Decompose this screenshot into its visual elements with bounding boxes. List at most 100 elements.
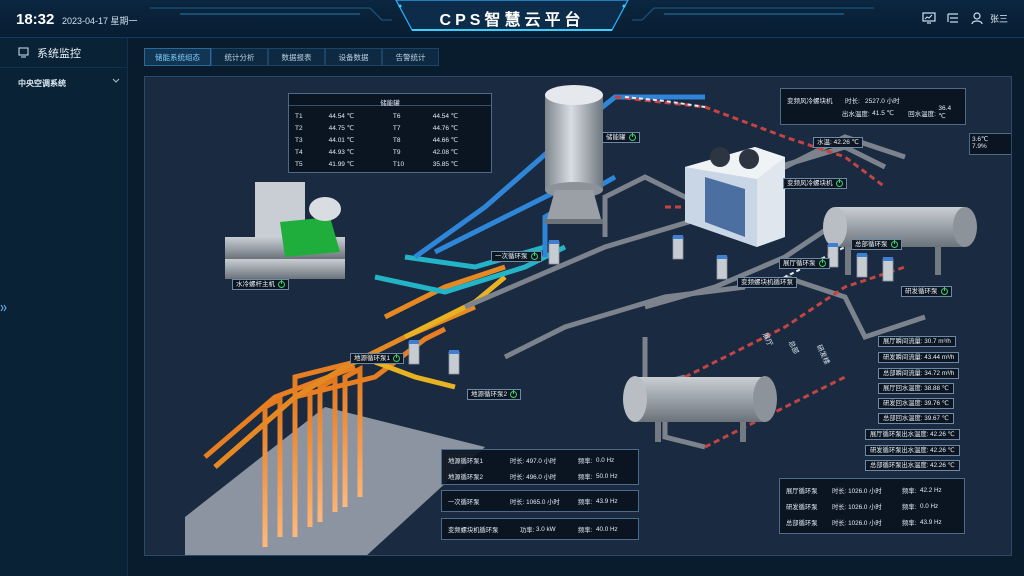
app-title: CPS智慧云平台 bbox=[439, 12, 585, 29]
sidebar-item-hvac[interactable]: 中央空调系统 bbox=[0, 72, 128, 94]
pump-name: 变频螺块机循环泵 bbox=[448, 526, 499, 534]
tag-main-pump[interactable]: 总部循环泵 bbox=[851, 239, 902, 250]
table-row: T3 44.01 ℃ T8 44.66 ℃ bbox=[289, 134, 491, 146]
chiller-graphic bbox=[225, 182, 345, 279]
power-icon[interactable] bbox=[890, 240, 898, 248]
pump-name: 总部循环泵 bbox=[786, 519, 818, 527]
dp-hq-pump-out-temp: 总部循环泵出水温度: 42.26 ℃ bbox=[865, 460, 960, 471]
pump-freq-value: 43.9 Hz bbox=[596, 497, 618, 505]
sensor-value: 44.01 ℃ bbox=[328, 137, 355, 144]
power-icon[interactable] bbox=[278, 280, 285, 288]
pump-name: 研发循环泵 bbox=[786, 503, 818, 511]
sensor-label: T5 bbox=[295, 160, 303, 168]
sensor-value: 35.85 ℃ bbox=[432, 161, 459, 168]
power-icon[interactable] bbox=[835, 179, 843, 187]
sensor-value: 44.75 ℃ bbox=[328, 125, 355, 132]
top-header: 18:32 2023-04-17 星期一 CPS智慧云平台 张三 bbox=[0, 0, 1024, 38]
pump-name: 地源循环泵2 bbox=[448, 473, 483, 481]
tag-label: 变频螺块机循环泵 bbox=[741, 279, 793, 286]
tag-water-temp: 水温: 42.26 ℃ bbox=[813, 137, 863, 148]
system-diagram bbox=[185, 85, 977, 555]
monitor-icon[interactable] bbox=[922, 11, 936, 25]
tag-hall-pump[interactable]: 展厅循环泵 bbox=[779, 258, 830, 269]
clipped-readout: 3.6℃ 7.9% bbox=[969, 133, 1011, 155]
power-icon[interactable] bbox=[393, 354, 401, 362]
tab-device-data[interactable]: 设备数据 bbox=[325, 48, 382, 66]
tag-ground-pump-2[interactable]: 地源循环泵2 bbox=[467, 389, 522, 400]
sensor-value: 41.99 ℃ bbox=[328, 161, 355, 168]
pump-freq-label: 频率: bbox=[578, 457, 593, 465]
clipped-value-a: 3.6℃ bbox=[972, 136, 989, 143]
username[interactable]: 张三 bbox=[989, 13, 1008, 24]
pump-duration: 时长: 1026.0 小时 bbox=[832, 503, 882, 511]
power-icon[interactable] bbox=[530, 252, 538, 260]
list-icon[interactable] bbox=[946, 11, 960, 25]
pump-duration: 时长: 496.0 小时 bbox=[510, 473, 557, 481]
pump-duration: 时长: 1026.0 小时 bbox=[832, 519, 882, 527]
sidebar-title: 系统监控 bbox=[0, 38, 128, 68]
chevron-right-icon bbox=[0, 304, 7, 312]
pump-freq-value: 0.0 Hz bbox=[920, 502, 939, 510]
pump-power-value: 3.0 kW bbox=[536, 525, 556, 533]
tag-ground-pump-1[interactable]: 地源循环泵1 bbox=[350, 353, 405, 364]
tab-storage-config[interactable]: 储能系统组态 bbox=[144, 48, 211, 66]
sensor-label: T3 bbox=[295, 136, 303, 144]
tab-alarm-stats[interactable]: 告警统计 bbox=[382, 48, 439, 66]
pump-freq-value: 50.0 Hz bbox=[596, 472, 618, 480]
pump-duration: 时长: 1065.0 小时 bbox=[510, 498, 560, 506]
vfd-ret-label: 回水温度: bbox=[908, 110, 936, 118]
tag-label: 水温: 42.26 ℃ bbox=[817, 139, 859, 146]
dp-rd-pump-out-temp: 研发循环泵出水温度: 42.26 ℃ bbox=[865, 445, 960, 456]
power-icon[interactable] bbox=[818, 259, 826, 267]
sensor-label: T4 bbox=[295, 148, 303, 156]
tag-label: 地源循环泵1 bbox=[354, 355, 391, 362]
dp-rd-return-temp: 研发回水温度: 39.76 ℃ bbox=[878, 398, 954, 409]
tag-label: 变频风冷螺块机 bbox=[787, 180, 833, 187]
sensor-value: 44.93 ℃ bbox=[328, 149, 355, 156]
vfd-ret-value: 36.4 ℃ bbox=[938, 105, 952, 120]
power-icon[interactable] bbox=[510, 390, 518, 398]
tab-statistics[interactable]: 统计分析 bbox=[211, 48, 268, 66]
sidebar-item-label: 中央空调系统 bbox=[18, 78, 66, 88]
user-icon[interactable] bbox=[970, 11, 984, 25]
tag-storage-tank[interactable]: 储能罐 bbox=[602, 132, 640, 143]
tag-primary-pump[interactable]: 一次循环泵 bbox=[491, 251, 542, 262]
dp-hall-return-temp: 展厅回水温度: 38.88 ℃ bbox=[878, 383, 954, 394]
pump-freq-label: 频率: bbox=[902, 487, 917, 495]
sensor-value: 44.66 ℃ bbox=[432, 137, 459, 144]
dp-rd-flow: 研发瞬间流量: 43.44 m³/h bbox=[878, 352, 960, 363]
sidebar-title-label: 系统监控 bbox=[37, 47, 81, 60]
tag-vfd-unit[interactable]: 变频风冷螺块机 bbox=[783, 178, 847, 189]
tab-reports[interactable]: 数据报表 bbox=[268, 48, 325, 66]
tag-rd-pump[interactable]: 研发循环泵 bbox=[901, 286, 952, 297]
tag-label: 一次循环泵 bbox=[495, 253, 528, 260]
sensor-label: T8 bbox=[392, 136, 401, 144]
tag-label: 总部循环泵 bbox=[855, 241, 888, 248]
pump-freq-value: 42.2 Hz bbox=[920, 486, 942, 494]
sidebar-collapse-handle[interactable] bbox=[0, 300, 8, 316]
pump-freq-label: 频率: bbox=[902, 519, 917, 527]
sensor-label: T7 bbox=[392, 124, 401, 132]
right-pump-info: 展厅循环泵时长: 1026.0 小时频率:42.2 Hz 研发循环泵时长: 10… bbox=[779, 478, 965, 534]
pump-duration: 时长: 1026.0 小时 bbox=[832, 487, 882, 495]
vfd-dur-value: 2527.0 小时 bbox=[865, 97, 900, 105]
tag-chiller[interactable]: 水冷螺杆主机 bbox=[232, 279, 289, 290]
pump-name: 地源循环泵1 bbox=[448, 457, 483, 465]
tag-vfd-pump[interactable]: 变频螺块机循环泵 bbox=[737, 277, 797, 288]
power-icon[interactable] bbox=[628, 133, 636, 141]
pump-freq-label: 频率: bbox=[902, 503, 917, 511]
power-icon[interactable] bbox=[940, 287, 948, 295]
ground-pump-info: 地源循环泵1 时长: 497.0 小时 频率:0.0 Hz 地源循环泵2 时长: 49… bbox=[441, 449, 639, 485]
sensor-value: 42.08 ℃ bbox=[432, 149, 459, 156]
pump-freq-value: 43.9 Hz bbox=[920, 518, 942, 526]
dp-hq-return-temp: 总部回水温度: 39.67 ℃ bbox=[878, 413, 954, 424]
pump-duration: 时长: 497.0 小时 bbox=[510, 457, 557, 465]
sensor-label: T2 bbox=[295, 124, 303, 132]
pump-freq-value: 0.0 Hz bbox=[596, 456, 615, 464]
